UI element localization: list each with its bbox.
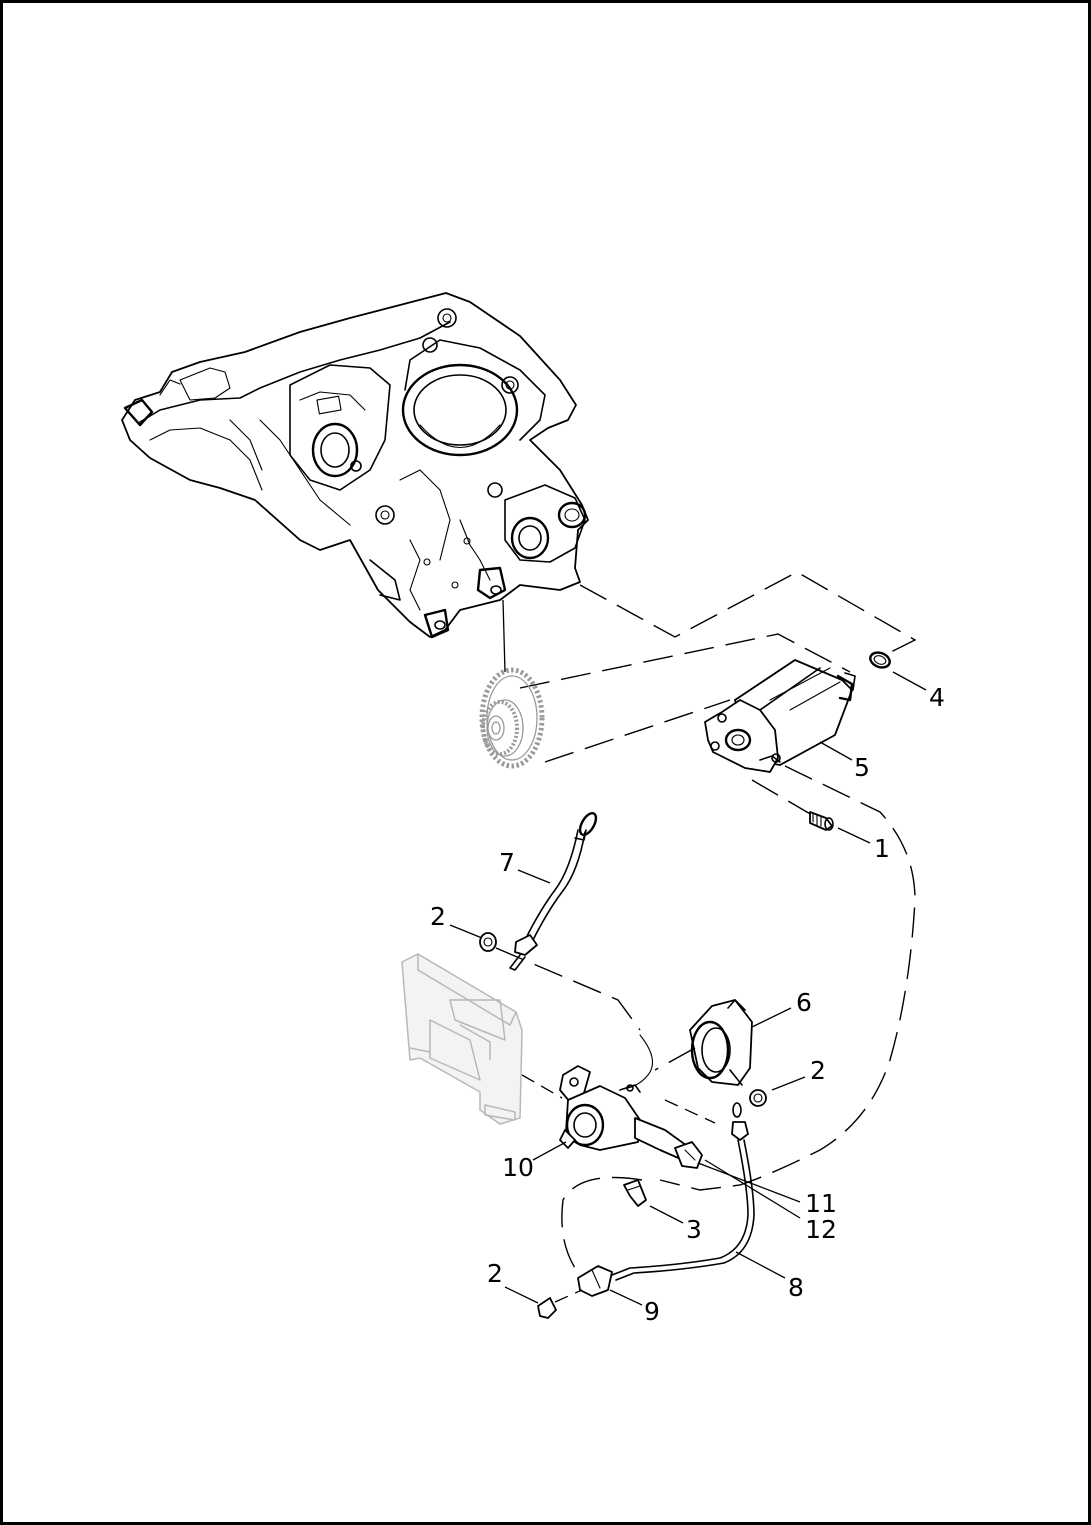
cable-clip [623, 1179, 647, 1207]
leader-lines [449, 671, 927, 1306]
callout-2-upper: 2 [430, 902, 446, 931]
callout-2-middle: 2 [810, 1056, 826, 1085]
solenoid [559, 1065, 703, 1169]
solenoid-alignment-line [521, 1074, 563, 1099]
terminal-alignment-line [554, 1289, 583, 1303]
callout-2-lower: 2 [487, 1259, 503, 1288]
starter-motor [704, 659, 856, 773]
gear-alignment-line [502, 599, 506, 673]
wire-link [627, 1034, 654, 1089]
callout-5: 5 [854, 753, 870, 782]
mounting-bracket-ghost [401, 953, 523, 1125]
solenoid-cover [689, 999, 753, 1086]
cover-alignment-line [654, 1047, 696, 1071]
callout-4: 4 [929, 683, 945, 712]
assembly-line-middle [495, 947, 641, 1031]
callout-10: 10 [502, 1153, 534, 1182]
o-ring [869, 651, 891, 669]
cable-route-dashed [659, 765, 916, 1191]
callout-labels: 1 2 2 2 3 4 5 6 7 8 9 10 11 12 [430, 683, 945, 1326]
cable-route-lower [561, 1176, 643, 1269]
callout-9: 9 [644, 1297, 660, 1326]
starter-gear [479, 667, 545, 769]
callout-7: 7 [499, 848, 515, 877]
callout-8: 8 [788, 1273, 804, 1302]
callout-6: 6 [796, 988, 812, 1017]
crankcase [121, 292, 589, 639]
callout-11: 11 [805, 1189, 837, 1218]
callout-12: 12 [805, 1215, 837, 1244]
nut-lower [537, 1297, 557, 1319]
stud-alignment-line [664, 1099, 716, 1124]
nut-upper [479, 932, 497, 952]
parts-diagram: 1 2 2 2 3 4 5 6 7 8 9 10 11 12 [121, 292, 945, 1326]
bolt [809, 811, 834, 831]
nut-middle [749, 1089, 767, 1107]
callout-1: 1 [874, 834, 890, 863]
positive-cable [509, 811, 598, 971]
assembly-lines-upper [519, 571, 917, 816]
callout-3: 3 [686, 1215, 702, 1244]
